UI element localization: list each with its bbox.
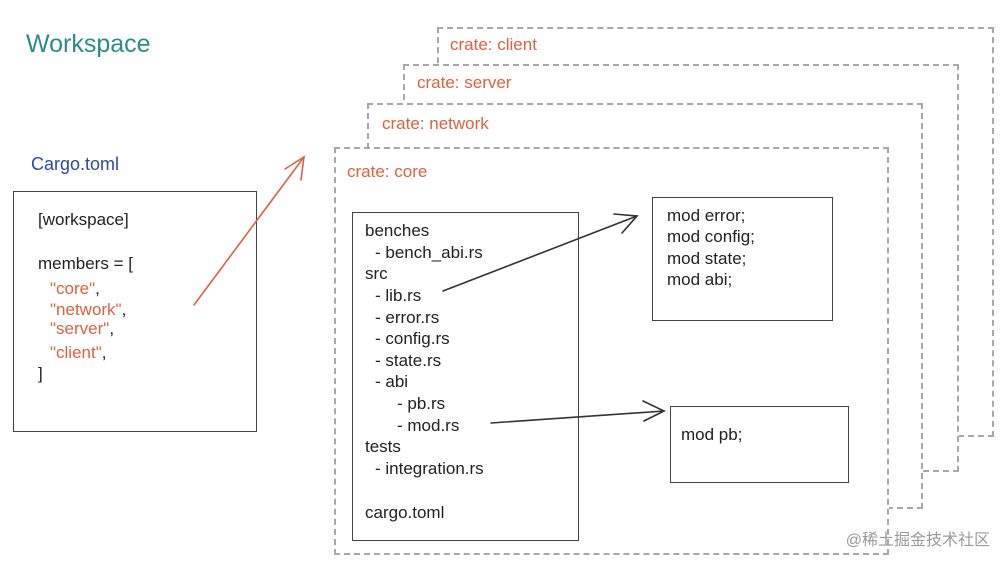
file-item: benches xyxy=(365,221,430,240)
core-file-tree-box: benches - bench_abi.rs src - lib.rs - er… xyxy=(352,212,579,541)
file-item: - error.rs xyxy=(375,308,440,327)
crate-client-label: crate: client xyxy=(450,35,537,54)
mod-item: mod state; xyxy=(667,249,747,268)
cargo-toml-label: Cargo.toml xyxy=(31,154,120,174)
member-client: "client", xyxy=(50,343,107,362)
lib-mods-box: mod error; mod config; mod state; mod ab… xyxy=(652,197,833,321)
workspace-to-crate-arrow xyxy=(193,155,306,306)
file-item: - config.rs xyxy=(375,329,450,348)
workspace-header: [workspace] xyxy=(38,210,129,229)
member-core: "core", xyxy=(50,279,100,298)
workspace-cargo-box: [workspace] members = [ "core", "network… xyxy=(13,191,257,432)
member-network: "network", xyxy=(50,300,127,319)
librs-to-mods-arrow xyxy=(442,213,639,292)
members-close: ] xyxy=(38,364,43,383)
mod-item: mod pb; xyxy=(681,425,743,444)
workspace-title: Workspace xyxy=(26,30,151,58)
abi-mods-box: mod pb; xyxy=(670,406,849,483)
file-item: - integration.rs xyxy=(375,459,484,478)
mod-item: mod config; xyxy=(667,227,755,246)
file-item: - pb.rs xyxy=(397,394,446,413)
file-item: - bench_abi.rs xyxy=(375,243,483,262)
file-item: - state.rs xyxy=(375,351,442,370)
mod-item: mod abi; xyxy=(667,270,733,289)
file-item: - mod.rs xyxy=(397,416,460,435)
file-item: cargo.toml xyxy=(365,503,445,522)
file-item: src xyxy=(365,264,388,283)
modrs-to-mods-arrow xyxy=(490,400,666,424)
crate-core-label: crate: core xyxy=(347,162,428,181)
members-open: members = [ xyxy=(38,254,133,273)
file-item: - abi xyxy=(375,372,409,391)
mod-item: mod error; xyxy=(667,206,746,225)
crate-server-label: crate: server xyxy=(417,73,512,92)
file-item: tests xyxy=(365,437,401,456)
file-item: - lib.rs xyxy=(375,286,422,305)
member-server: "server", xyxy=(50,319,115,338)
crate-network-label: crate: network xyxy=(382,114,489,133)
watermark: @稀土掘金技术社区 xyxy=(845,532,990,549)
